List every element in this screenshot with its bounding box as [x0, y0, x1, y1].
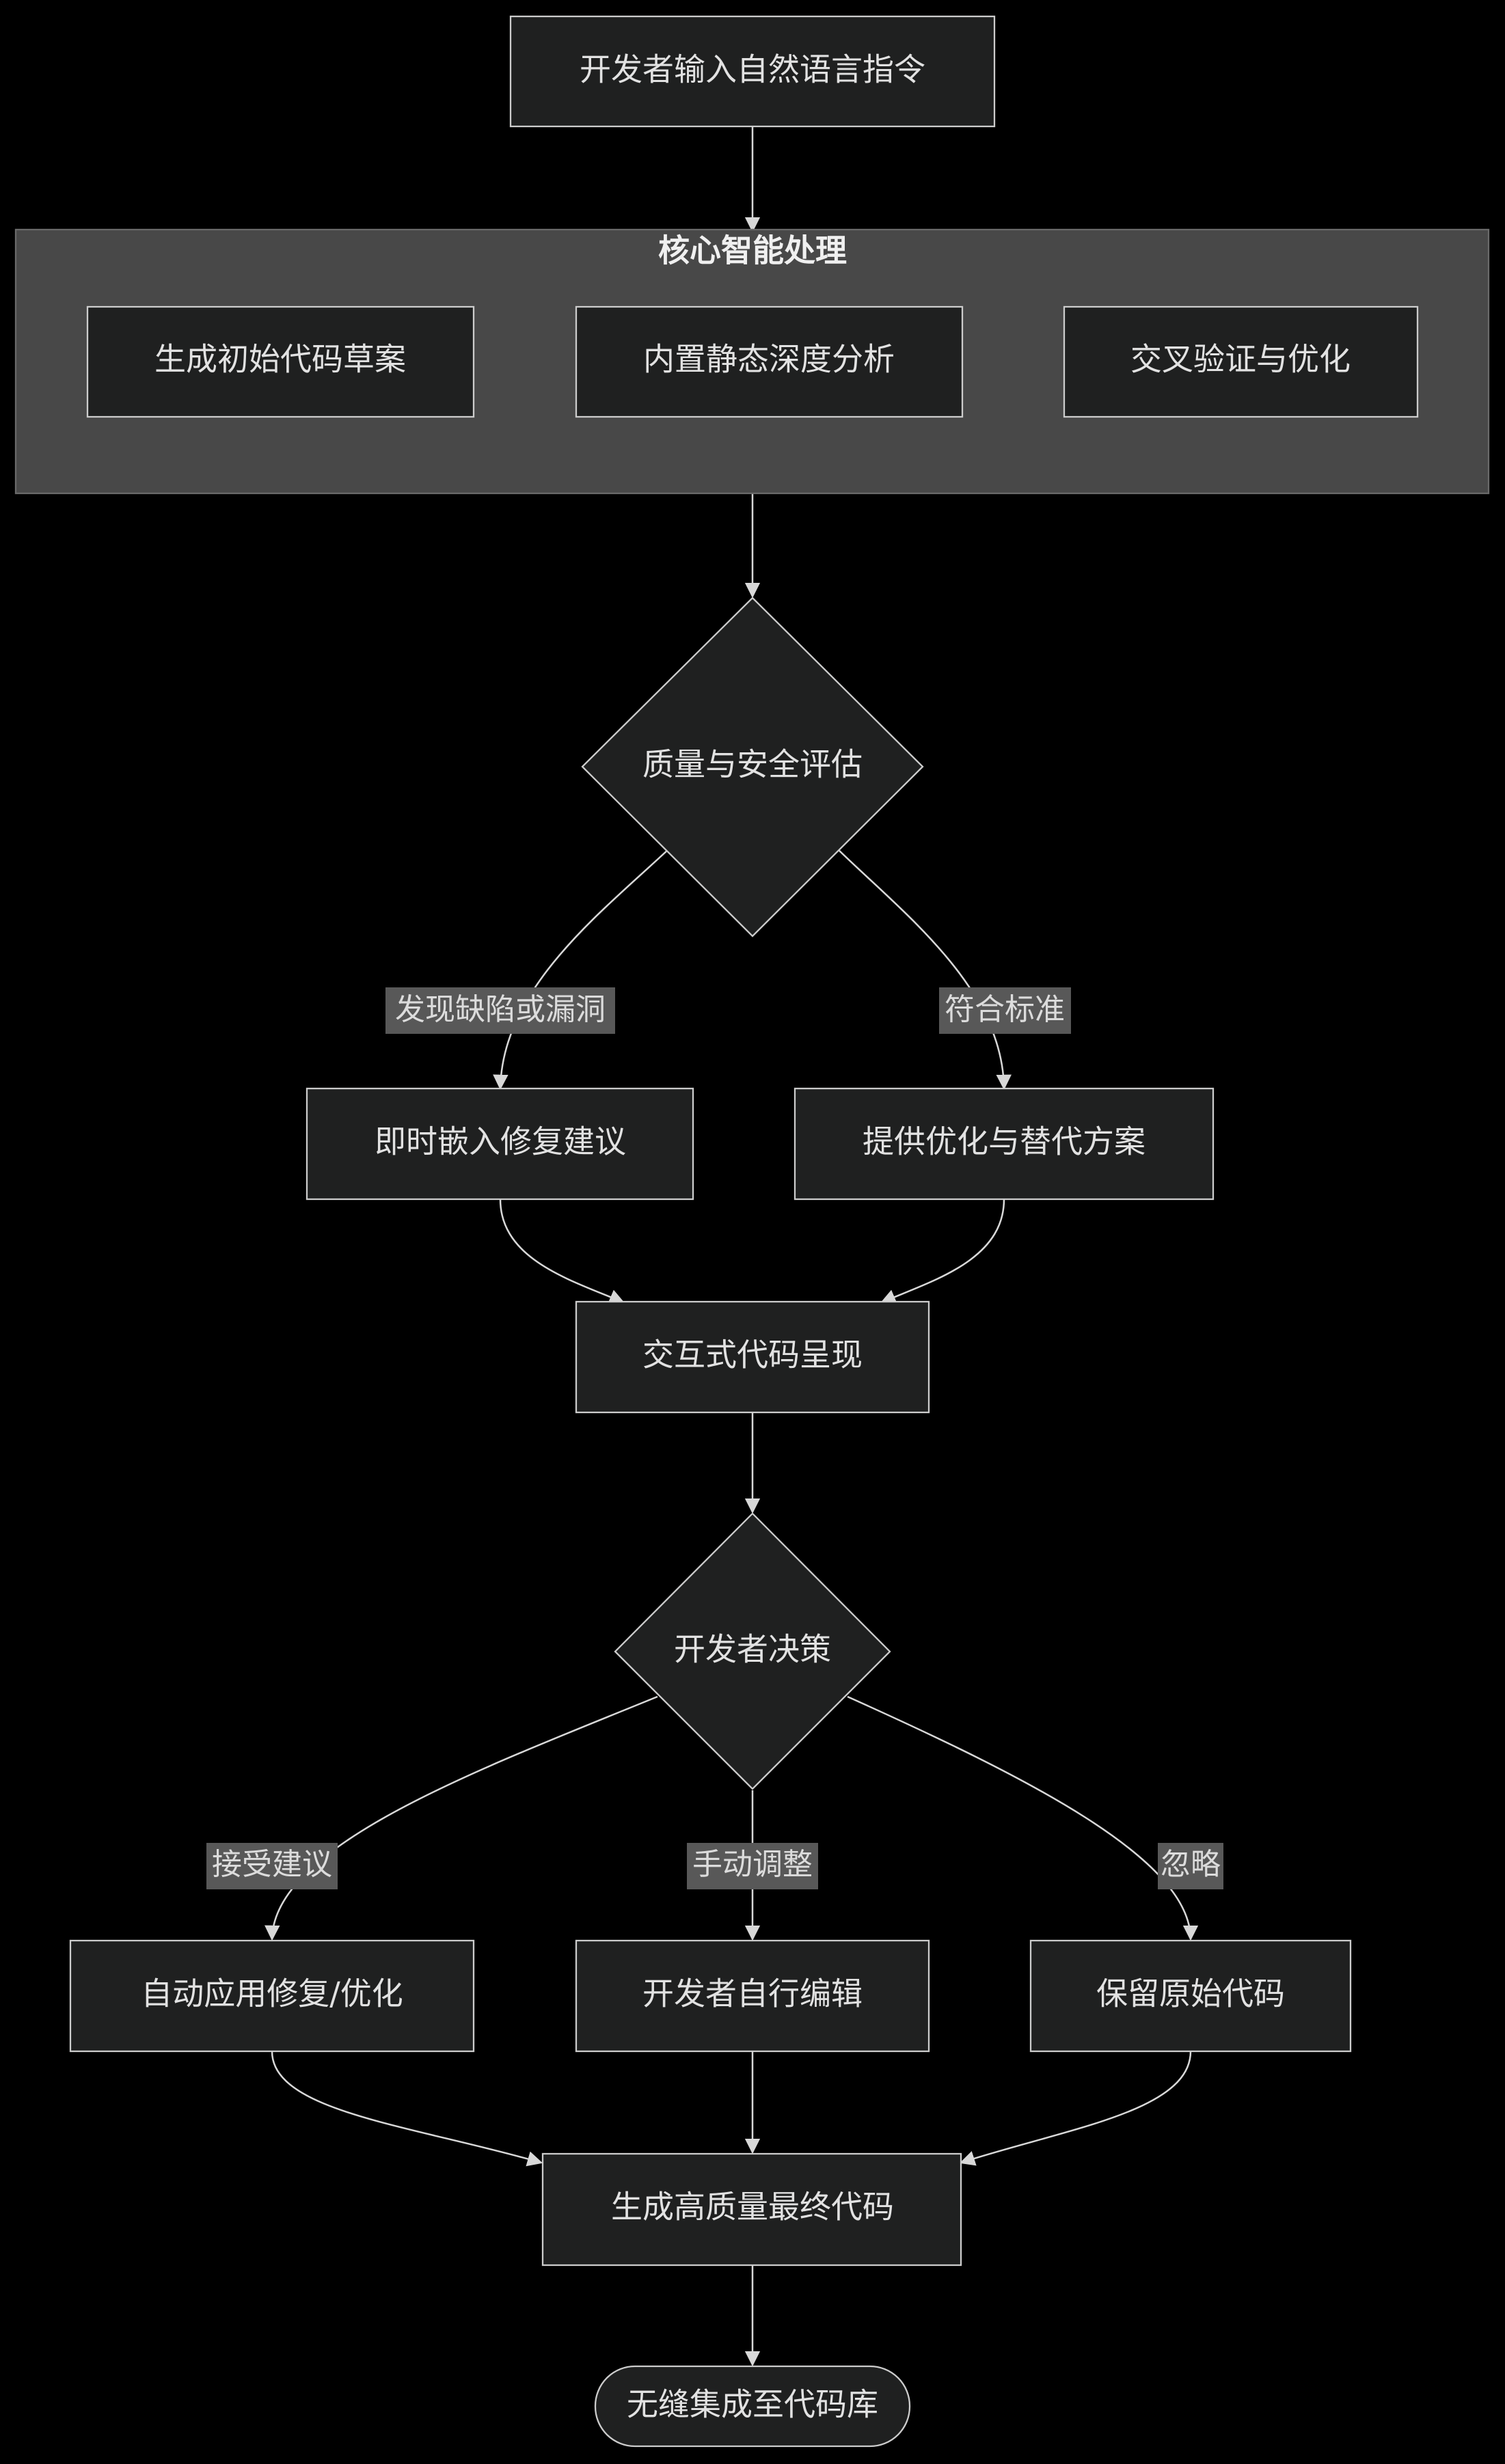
node-auto-apply-label: 自动应用修复/优化: [141, 1975, 403, 2012]
node-alt-options[interactable]: 提供优化与替代方案: [794, 1087, 1215, 1201]
edge-label-accept-text: 接受建议: [212, 1847, 332, 1882]
edge-label-defect: 发现缺陷或漏洞: [385, 987, 615, 1034]
edge-label-accept: 接受建议: [206, 1843, 338, 1889]
cluster-title: 核心智能处理: [658, 232, 847, 269]
node-quality-check[interactable]: 质量与安全评估: [581, 597, 924, 937]
node-start-label: 开发者输入自然语言指令: [580, 51, 925, 88]
edge-auto-to-final: [271, 2051, 543, 2167]
edge-label-defect-text: 发现缺陷或漏洞: [395, 992, 606, 1027]
edge-label-manual: 手动调整: [687, 1843, 818, 1889]
edge-label-standard: 符合标准: [939, 987, 1071, 1034]
edge-alt-to-present: [880, 1199, 1005, 1304]
node-fix-suggest[interactable]: 即时嵌入修复建议: [306, 1087, 694, 1201]
node-draft-label: 生成初始代码草案: [154, 341, 406, 378]
edge-quality-to-alt: [837, 849, 1012, 1091]
edge-label-ignore-text: 忽略: [1161, 1847, 1221, 1882]
node-static-analysis-label: 内置静态深度分析: [643, 341, 895, 378]
edge-label-ignore: 忽略: [1158, 1843, 1223, 1889]
node-draft[interactable]: 生成初始代码草案: [86, 305, 475, 418]
node-alt-options-label: 提供优化与替代方案: [863, 1123, 1145, 1160]
node-quality-check-label: 质量与安全评估: [642, 746, 863, 783]
node-keep-original-label: 保留原始代码: [1096, 1975, 1285, 2012]
node-manual-edit-label: 开发者自行编辑: [642, 1975, 863, 2012]
node-keep-original[interactable]: 保留原始代码: [1029, 1939, 1352, 2053]
node-cross-verify-label: 交叉验证与优化: [1130, 341, 1351, 378]
edge-decision-to-auto: [265, 1695, 658, 1941]
node-present-label: 交互式代码呈现: [642, 1337, 863, 1373]
node-final-code-label: 生成高质量最终代码: [611, 2189, 894, 2226]
edge-decision-to-keep: [847, 1695, 1199, 1941]
node-auto-apply[interactable]: 自动应用修复/优化: [69, 1939, 475, 2053]
node-fix-suggest-label: 即时嵌入修复建议: [375, 1123, 626, 1160]
node-final-code[interactable]: 生成高质量最终代码: [541, 2152, 962, 2267]
node-decision-label: 开发者决策: [674, 1631, 831, 1668]
node-cross-verify[interactable]: 交叉验证与优化: [1063, 305, 1419, 418]
edge-label-standard-text: 符合标准: [945, 992, 1065, 1027]
node-start[interactable]: 开发者输入自然语言指令: [509, 15, 996, 128]
node-integrate-label: 无缝集成至代码库: [627, 2386, 878, 2423]
edge-keep-to-final: [959, 2051, 1192, 2166]
node-manual-edit[interactable]: 开发者自行编辑: [575, 1939, 930, 2053]
node-present[interactable]: 交互式代码呈现: [575, 1300, 930, 1414]
node-integrate[interactable]: 无缝集成至代码库: [594, 2365, 911, 2448]
node-decision[interactable]: 开发者决策: [614, 1512, 891, 1790]
edge-fix-to-present: [499, 1199, 625, 1304]
edge-label-manual-text: 手动调整: [692, 1847, 813, 1882]
edge-quality-to-fix: [493, 849, 669, 1091]
node-static-analysis[interactable]: 内置静态深度分析: [575, 305, 964, 418]
